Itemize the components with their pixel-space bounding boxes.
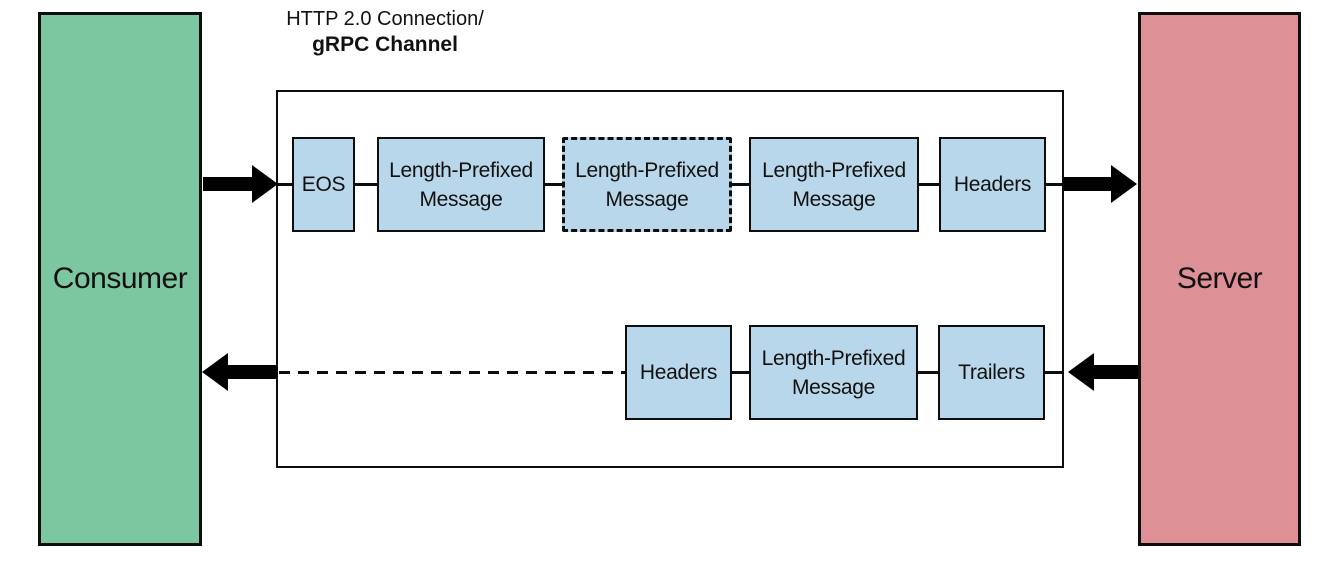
arrow-shaft — [1092, 365, 1138, 379]
msg-box-label: Length-Prefixed Message — [761, 346, 906, 399]
arrow-right-icon — [252, 165, 278, 203]
msg-box-label: Length-Prefixed Message — [389, 158, 533, 211]
connector-line — [731, 183, 750, 186]
msg-box-label: EOS — [301, 173, 346, 196]
response-dashed-line — [279, 371, 625, 374]
msg-box-length-prefixed-response: Length-Prefixed Message — [749, 325, 918, 420]
connector-line — [1045, 371, 1064, 374]
msg-box-headers-request: Headers — [939, 137, 1046, 232]
msg-box-length-prefixed-dashed: Length-Prefixed Message — [562, 137, 732, 232]
channel-title-line1: HTTP 2.0 Connection/ — [286, 8, 484, 30]
consumer-box: Consumer — [38, 12, 202, 546]
connector-line — [276, 183, 293, 186]
msg-box-label: Headers — [639, 361, 718, 384]
msg-box-length-prefixed-1: Length-Prefixed Message — [377, 137, 545, 232]
msg-box-headers-response: Headers — [625, 325, 732, 420]
msg-box-length-prefixed-3: Length-Prefixed Message — [749, 137, 919, 232]
server-box: Server — [1138, 12, 1301, 546]
connector-line — [917, 371, 938, 374]
msg-box-trailers: Trailers — [938, 325, 1045, 420]
consumer-label: Consumer — [52, 262, 188, 295]
connector-line — [919, 183, 939, 186]
arrow-left-icon — [202, 353, 228, 391]
connector-line — [355, 183, 377, 186]
arrow-shaft — [1064, 177, 1113, 191]
connector-line — [731, 371, 750, 374]
connector-line — [1046, 183, 1064, 186]
grpc-channel-frame — [276, 90, 1064, 468]
msg-box-eos: EOS — [292, 137, 355, 232]
msg-box-label: Length-Prefixed Message — [762, 158, 906, 211]
msg-box-label: Length-Prefixed Message — [575, 158, 719, 211]
msg-box-label: Headers — [953, 173, 1032, 196]
connector-line — [545, 183, 563, 186]
arrow-right-icon — [1111, 165, 1137, 203]
server-label: Server — [1176, 262, 1263, 295]
channel-title: HTTP 2.0 Connection/ gRPC Channel — [250, 6, 520, 58]
msg-box-label: Trailers — [958, 361, 1025, 384]
arrow-shaft — [203, 177, 255, 191]
channel-title-line2: gRPC Channel — [312, 33, 458, 56]
arrow-left-icon — [1068, 353, 1094, 391]
arrow-shaft — [226, 365, 277, 379]
